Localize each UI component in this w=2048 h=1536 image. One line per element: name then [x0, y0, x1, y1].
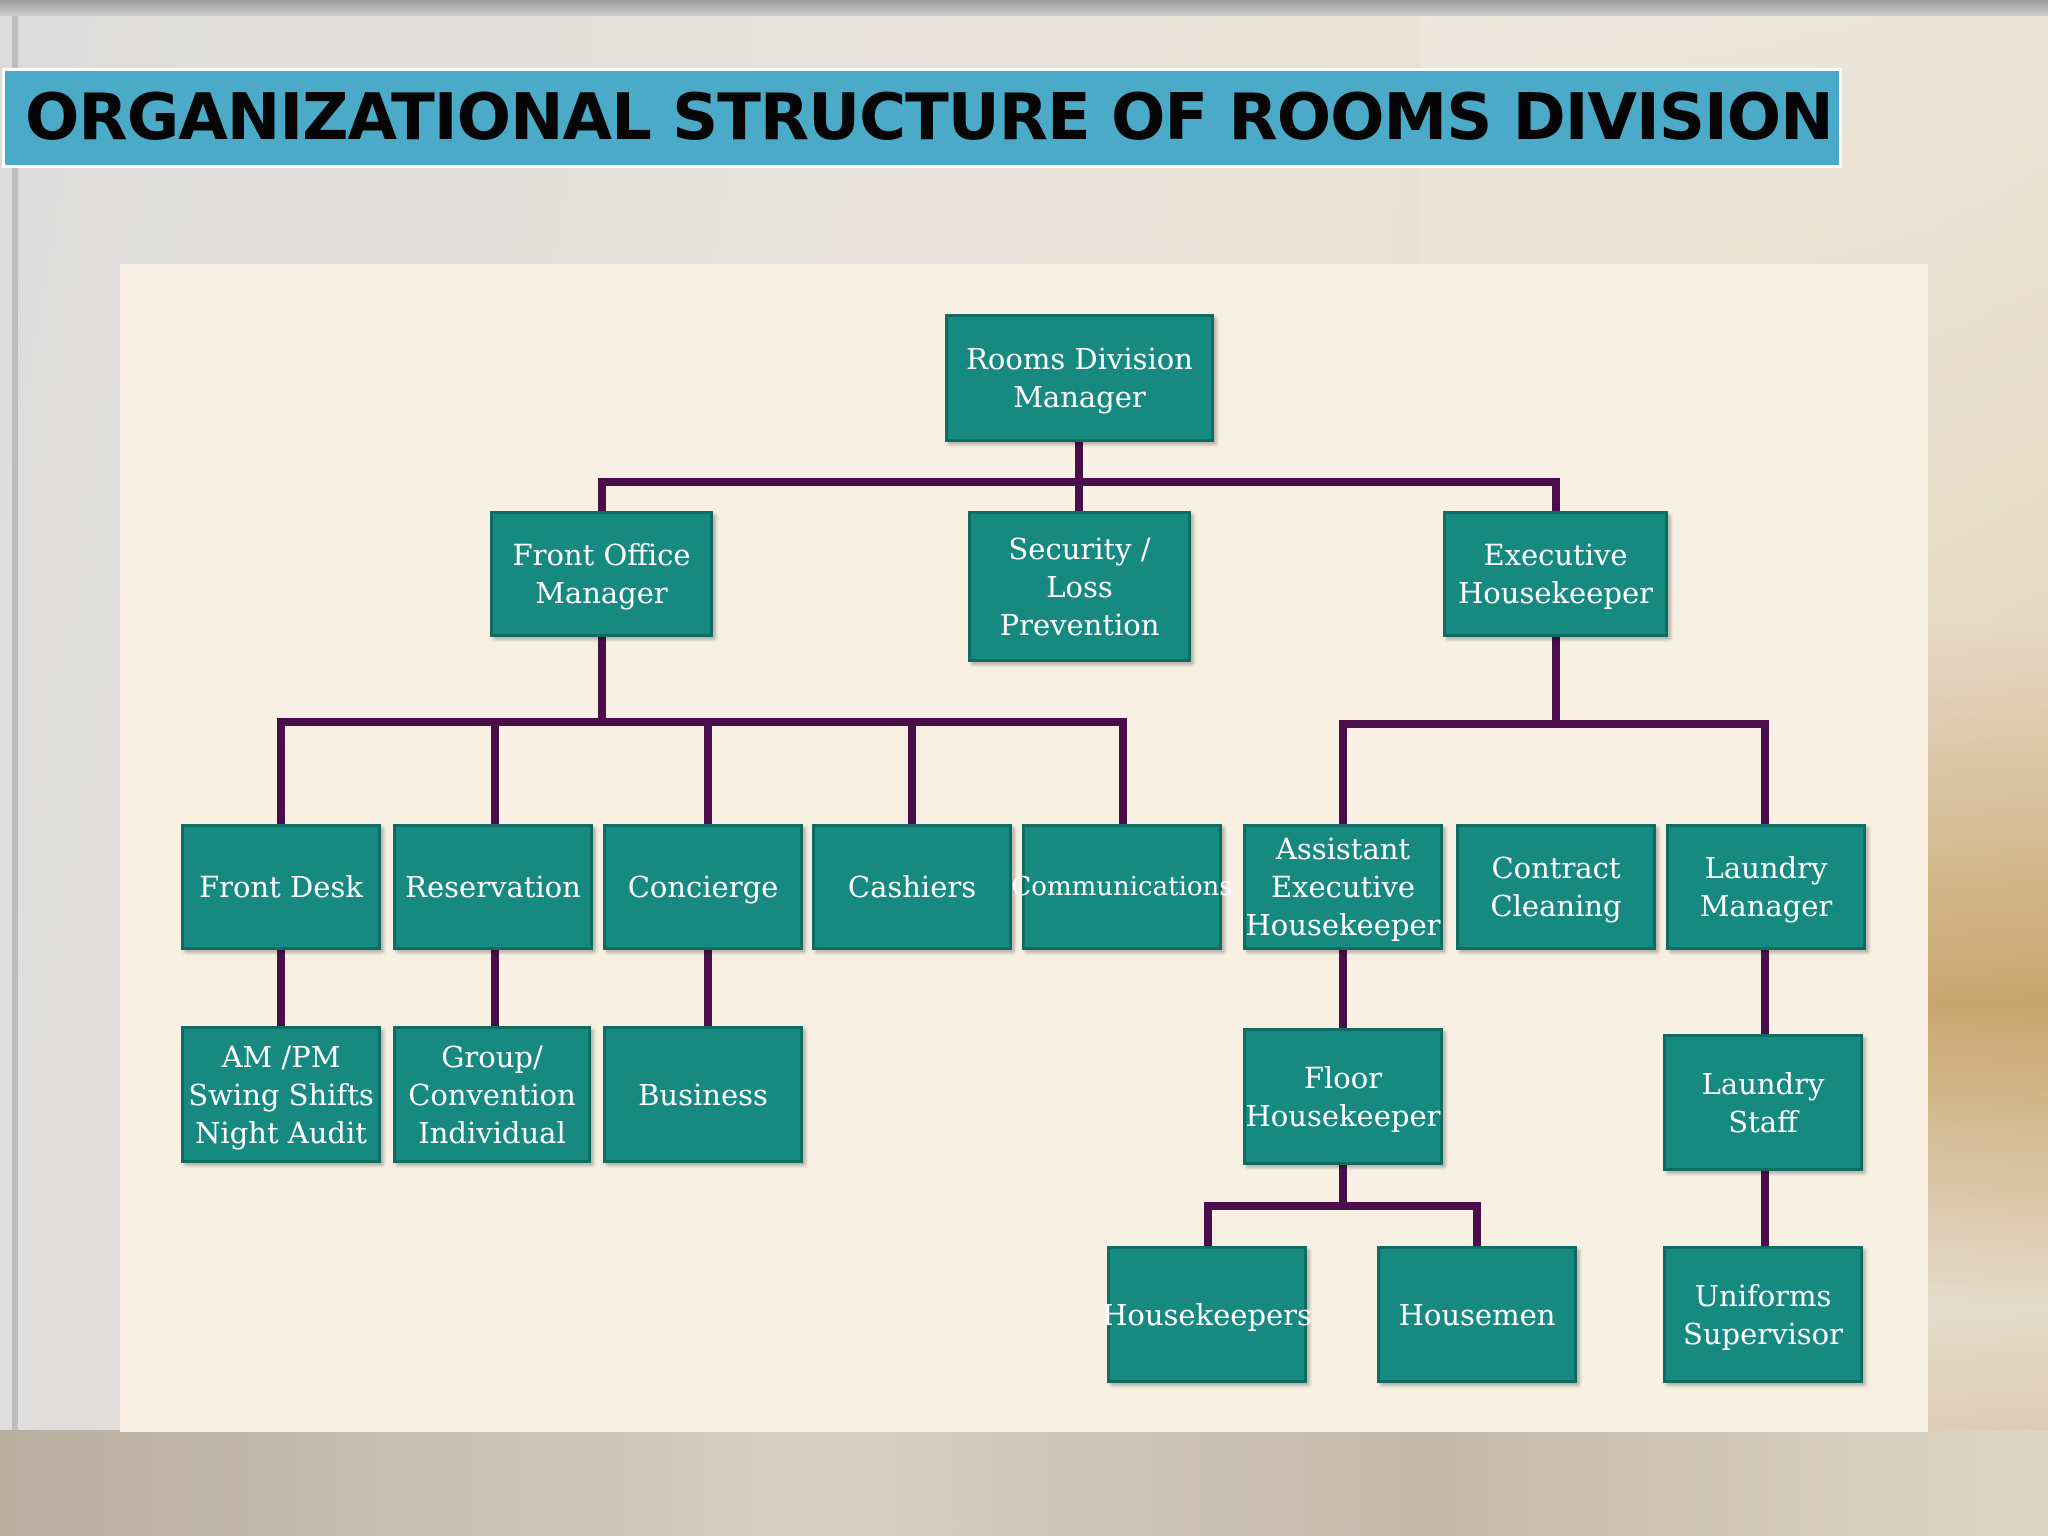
node-security-loss-prevention: Security / Loss Prevention [968, 511, 1191, 662]
node-front-office-manager: Front Office Manager [490, 511, 713, 637]
background-floor [0, 1430, 2048, 1536]
node-group-convention: Group/ Convention Individual [393, 1026, 591, 1163]
node-floor-housekeeper: Floor Housekeeper [1243, 1028, 1443, 1165]
node-executive-housekeeper: Executive Housekeeper [1443, 511, 1668, 637]
node-assistant-executive-housekeeper: Assistant Executive Housekeeper [1243, 824, 1443, 950]
node-concierge: Concierge [603, 824, 803, 950]
node-housemen: Housemen [1377, 1246, 1577, 1383]
node-contract-cleaning: Contract Cleaning [1456, 824, 1656, 950]
node-business: Business [603, 1026, 803, 1163]
slide-frame-left [12, 16, 18, 1536]
node-communications: Communications [1011, 824, 1233, 950]
node-uniforms-supervisor: Uniforms Supervisor [1663, 1246, 1863, 1383]
title-bar: ORGANIZATIONAL STRUCTURE OF ROOMS DIVISI… [2, 68, 1842, 168]
node-front-desk: Front Desk [181, 824, 381, 950]
node-laundry-staff: Laundry Staff [1663, 1034, 1863, 1171]
node-shifts: AM /PM Swing Shifts Night Audit [181, 1026, 381, 1163]
node-cashiers: Cashiers [812, 824, 1012, 950]
node-reservation: Reservation [393, 824, 593, 950]
node-laundry-manager: Laundry Manager [1666, 824, 1866, 950]
slide-frame-top [0, 0, 2048, 16]
node-housekeepers: Housekeepers [1102, 1246, 1312, 1383]
slide-title: ORGANIZATIONAL STRUCTURE OF ROOMS DIVISI… [25, 81, 1834, 155]
node-rooms-division-manager: Rooms Division Manager [945, 314, 1214, 442]
